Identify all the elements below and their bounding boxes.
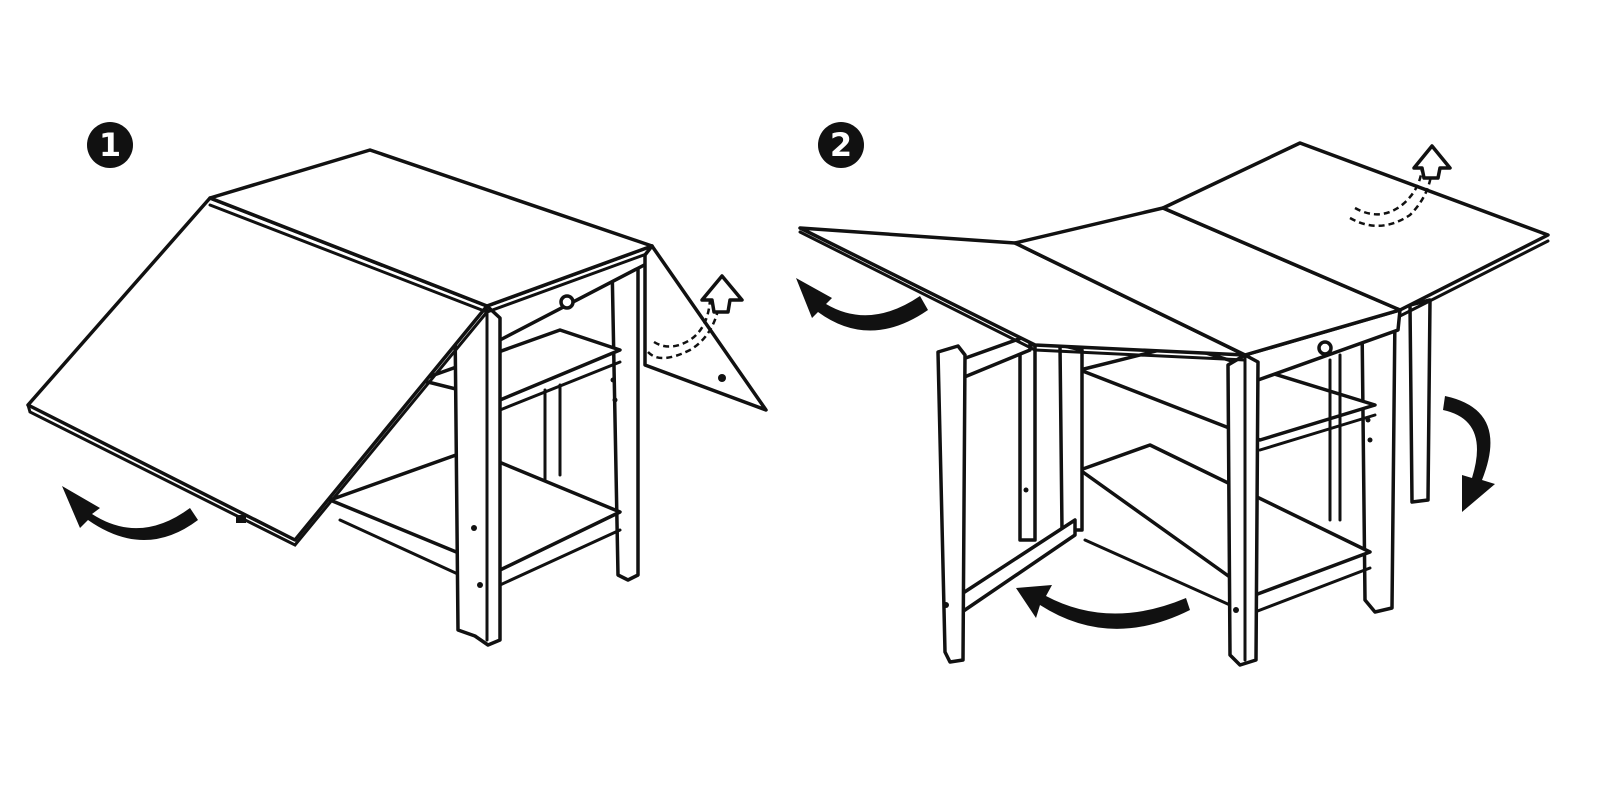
leg-front [453,304,502,647]
swing-gate-arrow [1016,585,1190,629]
table-step-2 [796,141,1550,667]
rotate-down-arrow [796,278,928,331]
leg-front [1226,353,1260,667]
leg-right [1360,310,1397,614]
leg-inner [1018,343,1037,542]
swing-up-arrow [1349,167,1434,228]
rotate-down-arrow-right [1443,396,1495,512]
step-1-badge: 1 [87,122,133,168]
arrow-head [700,274,744,314]
gate-leg [936,344,967,664]
bottom-shelf [1078,443,1372,597]
drawer-knob [559,294,575,310]
leg-inner [1058,343,1084,532]
rotate-down-arrow [62,486,198,540]
swing-up-arrow [647,299,722,360]
step-2-badge: 2 [818,122,864,168]
right-leaf [643,244,768,412]
arrow-head [1412,144,1452,180]
drawer-knob [1317,340,1333,356]
table-step-1 [26,148,768,647]
leg-back-right [1408,298,1432,504]
right-leaf [1161,141,1550,312]
